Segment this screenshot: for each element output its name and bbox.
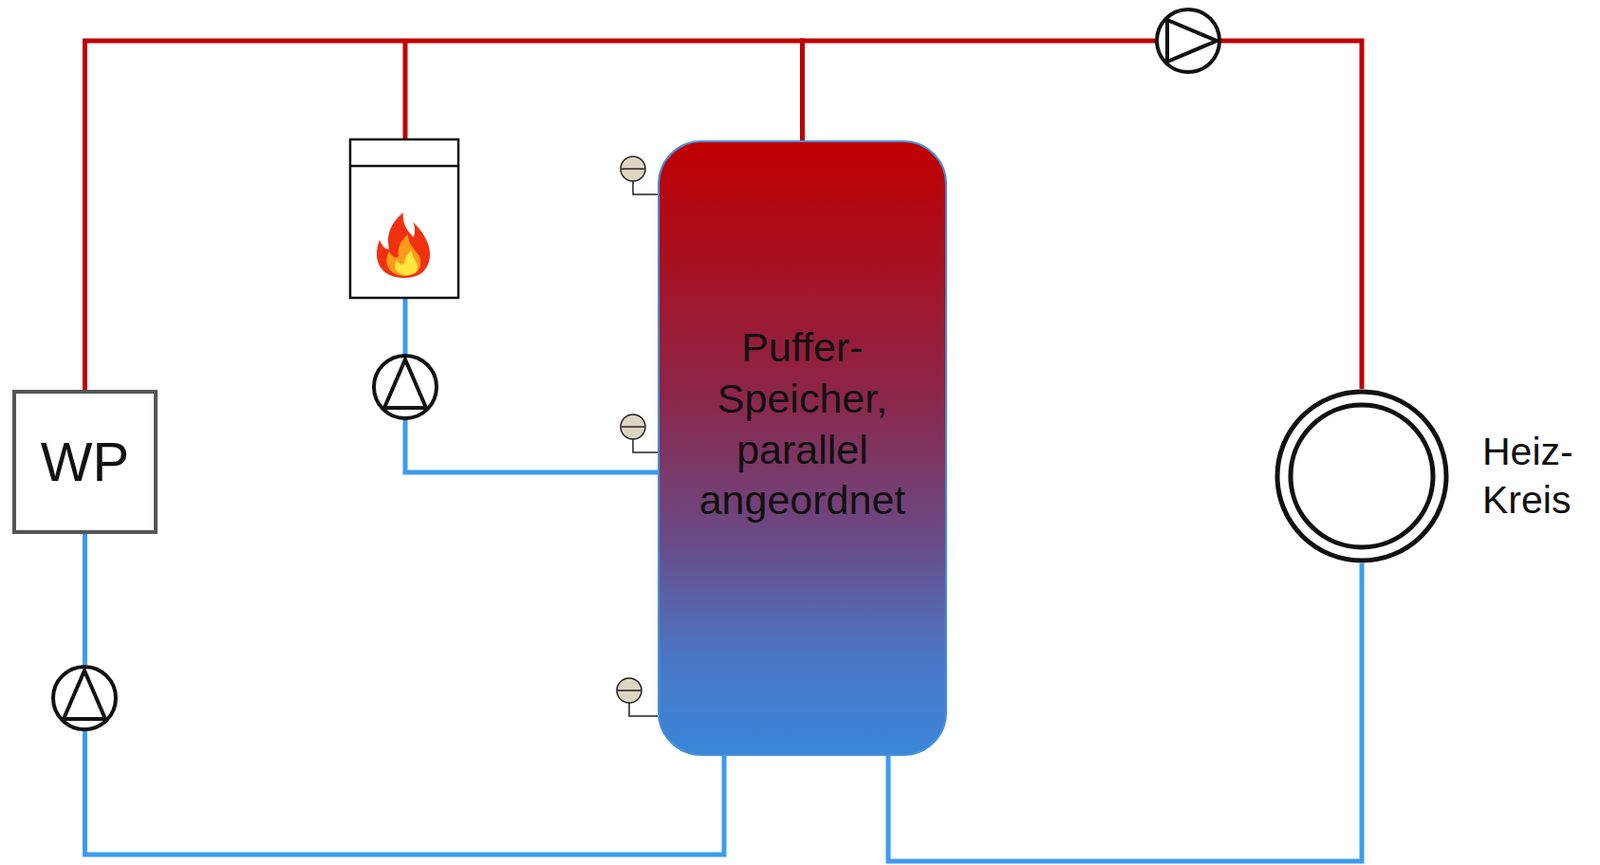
- boiler-symbol: [350, 139, 459, 298]
- return-pipe: [85, 534, 726, 856]
- boiler-return-pipe: [405, 297, 658, 473]
- heating-circuit: Heiz- Kreis: [1274, 389, 1450, 564]
- heat-pump-box: WP: [12, 390, 158, 535]
- node-label: WP: [40, 427, 130, 498]
- node-label: Puffer- Speicher, parallel angeordnet: [674, 322, 931, 527]
- circuit-label: Heiz- Kreis: [1482, 427, 1595, 526]
- pump-symbol: [53, 9, 1220, 730]
- buffer-tank: Puffer- Speicher, parallel angeordnet: [657, 140, 948, 757]
- return-pipe: [888, 563, 1362, 862]
- temperature-sensor: [616, 156, 658, 717]
- boiler-supply-pipe: [403, 40, 409, 140]
- heating-circuit-symbol: [1274, 389, 1450, 564]
